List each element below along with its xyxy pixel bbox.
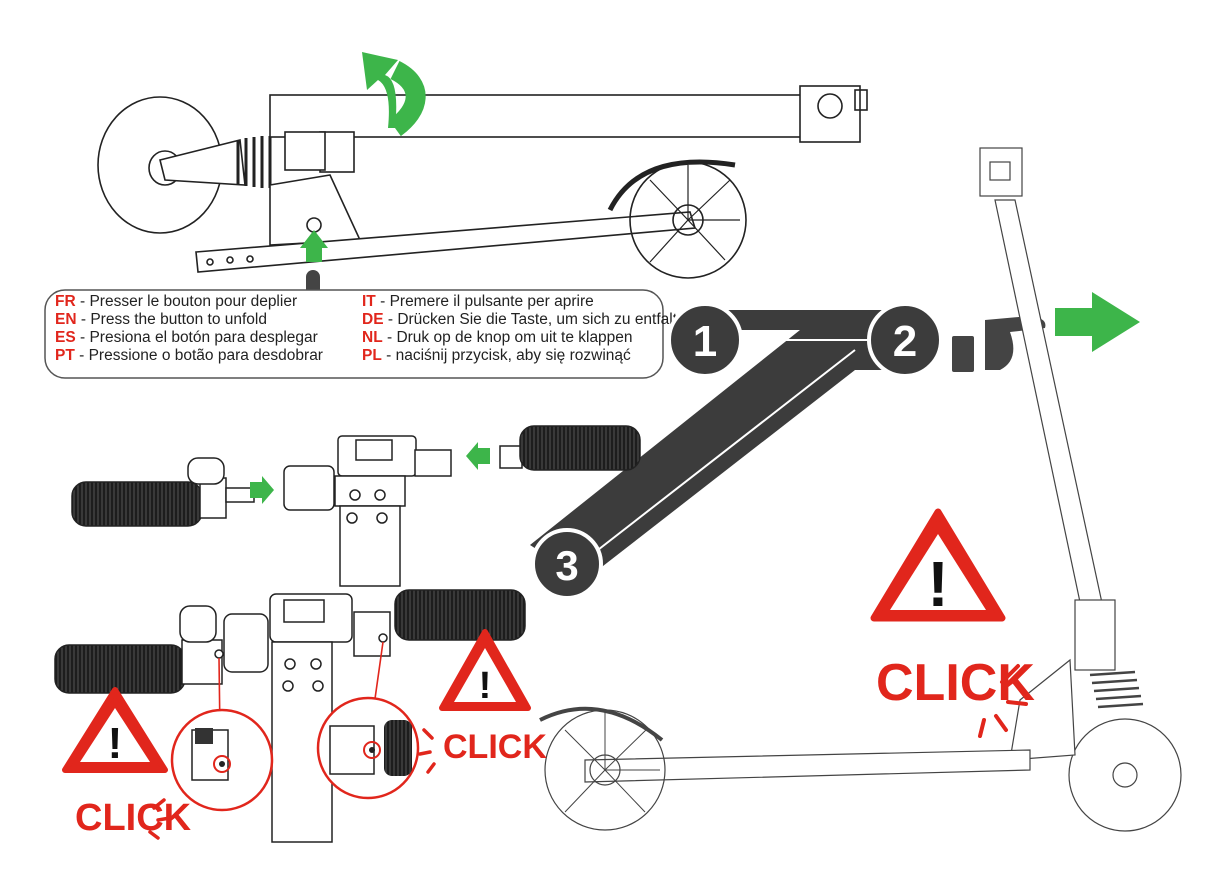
spring: [236, 136, 272, 188]
svg-text:PT - Pressione o botão para de: PT - Pressione o botão para desdobrar: [55, 347, 323, 364]
step-1: 1: [667, 302, 743, 378]
svg-text:NL - Druk op de knop om uit te: NL - Druk op de knop om uit te klappen: [362, 329, 633, 346]
step-3: 3: [531, 528, 603, 600]
svg-text:EN - Press the button to unfol: EN - Press the button to unfold: [55, 311, 267, 328]
step-3-label: 3: [555, 542, 578, 589]
click-burst-right: [978, 664, 1028, 738]
step-1-label: 1: [693, 317, 717, 366]
handlebar-exploded: [71, 425, 641, 587]
instructions-left: FR - Presser le bouton pour deplier EN -…: [55, 293, 323, 364]
click-label-middle: CLICK: [443, 728, 547, 766]
spring-upright: [1089, 670, 1144, 709]
svg-text:ES - Presiona el botón para de: ES - Presiona el botón para desplegar: [55, 329, 318, 346]
fender: [607, 159, 736, 212]
step-2-label: 2: [893, 317, 917, 366]
up-arrow-icon-small: [300, 230, 328, 262]
svg-text:DE - Drücken Sie die Taste, um: DE - Drücken Sie die Taste, um sich zu e…: [362, 311, 694, 328]
warning-triangle-icon-middle: !: [439, 629, 531, 711]
step-2: 2: [867, 302, 943, 378]
stem-upright: [994, 199, 1111, 641]
click-label-left: CLICK: [75, 797, 192, 839]
up-arrow-icon: [362, 52, 426, 137]
warning-triangle-icon-right: !: [870, 508, 1006, 622]
zoom-detail-right: [316, 696, 420, 800]
stem: [269, 94, 811, 138]
click-burst-left: [148, 798, 172, 840]
click-burst-middle: [418, 728, 436, 774]
zoom-detail-left: [170, 708, 274, 812]
right-arrow-icon: [1055, 292, 1140, 352]
step-connector: [530, 310, 905, 580]
svg-text:!: !: [479, 665, 492, 707]
svg-text:IT - Premere il pulsante per a: IT - Premere il pulsante per aprire: [362, 293, 594, 310]
unfolded-scooter: [539, 147, 1182, 832]
instruction-box: [44, 289, 664, 379]
svg-text:!: !: [108, 719, 123, 768]
svg-text:PL - naciśnij przycisk, aby si: PL - naciśnij przycisk, aby się rozwinąć: [362, 347, 631, 364]
handlebar-assembled: [54, 589, 526, 843]
svg-text:!: !: [927, 548, 948, 620]
folded-scooter: [97, 85, 868, 279]
instructions-right: IT - Premere il pulsante per aprire DE -…: [362, 293, 694, 364]
warning-triangle-icon-left: !: [62, 687, 168, 773]
svg-text:FR - Presser le bouton pour de: FR - Presser le bouton pour deplier: [55, 293, 297, 310]
left-arrow-icon-small: [466, 442, 490, 470]
deck-upright: [584, 749, 1031, 783]
right-arrow-icon-small-left: [250, 476, 274, 504]
